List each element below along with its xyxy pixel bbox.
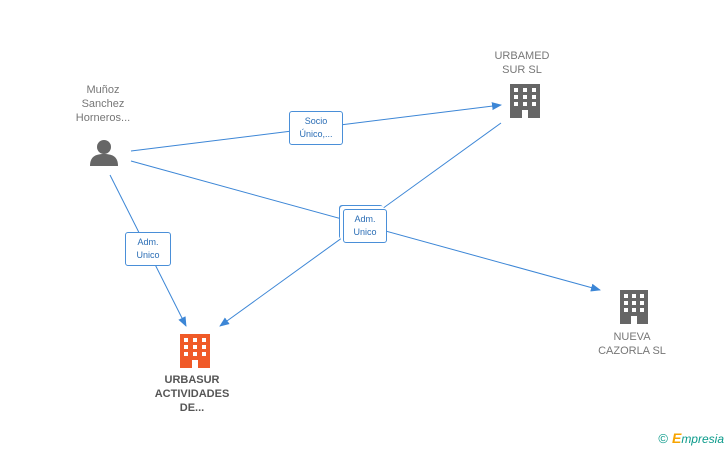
person-icon[interactable]	[90, 140, 118, 166]
edge-label-socio-unico[interactable]: Socio Único,...	[289, 111, 343, 145]
building-icon[interactable]	[510, 84, 540, 118]
building-icon[interactable]	[180, 334, 210, 368]
copyright-symbol: ©	[658, 430, 668, 446]
edge-label-adm-unico-left[interactable]: Adm. Unico	[125, 232, 171, 266]
building-icon[interactable]	[620, 290, 648, 324]
footer-brand: © Empresia	[658, 430, 724, 446]
empresia-logo[interactable]: Empresia	[671, 430, 724, 446]
edge-label-adm-unico-center[interactable]: Adm. Unico	[343, 209, 387, 243]
nueva-cazorla-name-label[interactable]: NUEVA CAZORLA SL	[598, 331, 666, 357]
person-name-label[interactable]: Muñoz Sanchez Horneros...	[75, 84, 131, 124]
urbasur-name-label[interactable]: URBASUR ACTIVIDADES DE...	[154, 374, 230, 414]
urbamed-name-label[interactable]: URBAMED SUR SL	[494, 50, 550, 76]
